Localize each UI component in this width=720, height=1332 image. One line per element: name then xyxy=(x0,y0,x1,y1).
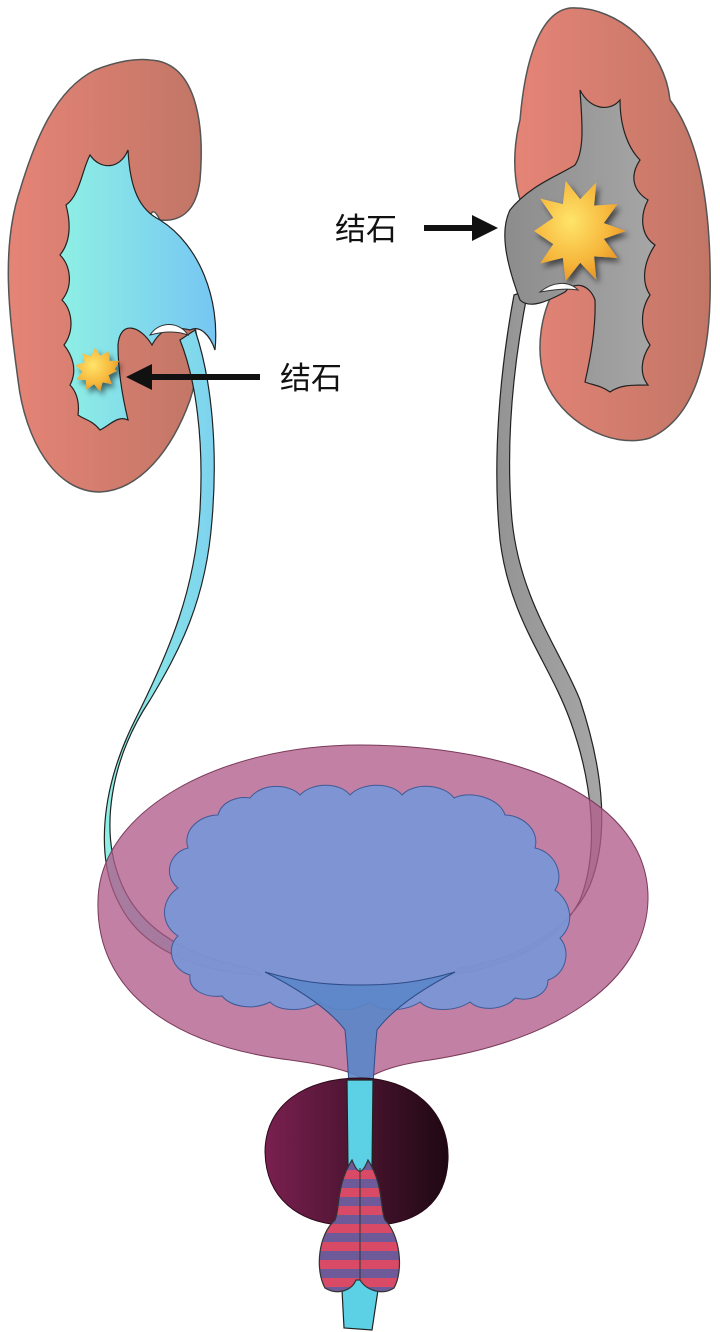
bladder-inner xyxy=(164,784,570,1010)
right-stone-sunburst-icon xyxy=(534,180,626,282)
left-stone-label: 结石 xyxy=(280,361,342,397)
right-stone-arrow-icon xyxy=(424,215,498,241)
right-pelvis-fold xyxy=(538,283,580,293)
left-stone-arrow-icon xyxy=(126,364,260,390)
bladder-neck xyxy=(264,971,456,1093)
left-stone-sunburst-icon xyxy=(75,347,120,392)
left-pelvis-fold xyxy=(148,324,190,336)
right-stone-label: 结石 xyxy=(335,212,397,248)
external-sphincter xyxy=(318,1158,401,1293)
